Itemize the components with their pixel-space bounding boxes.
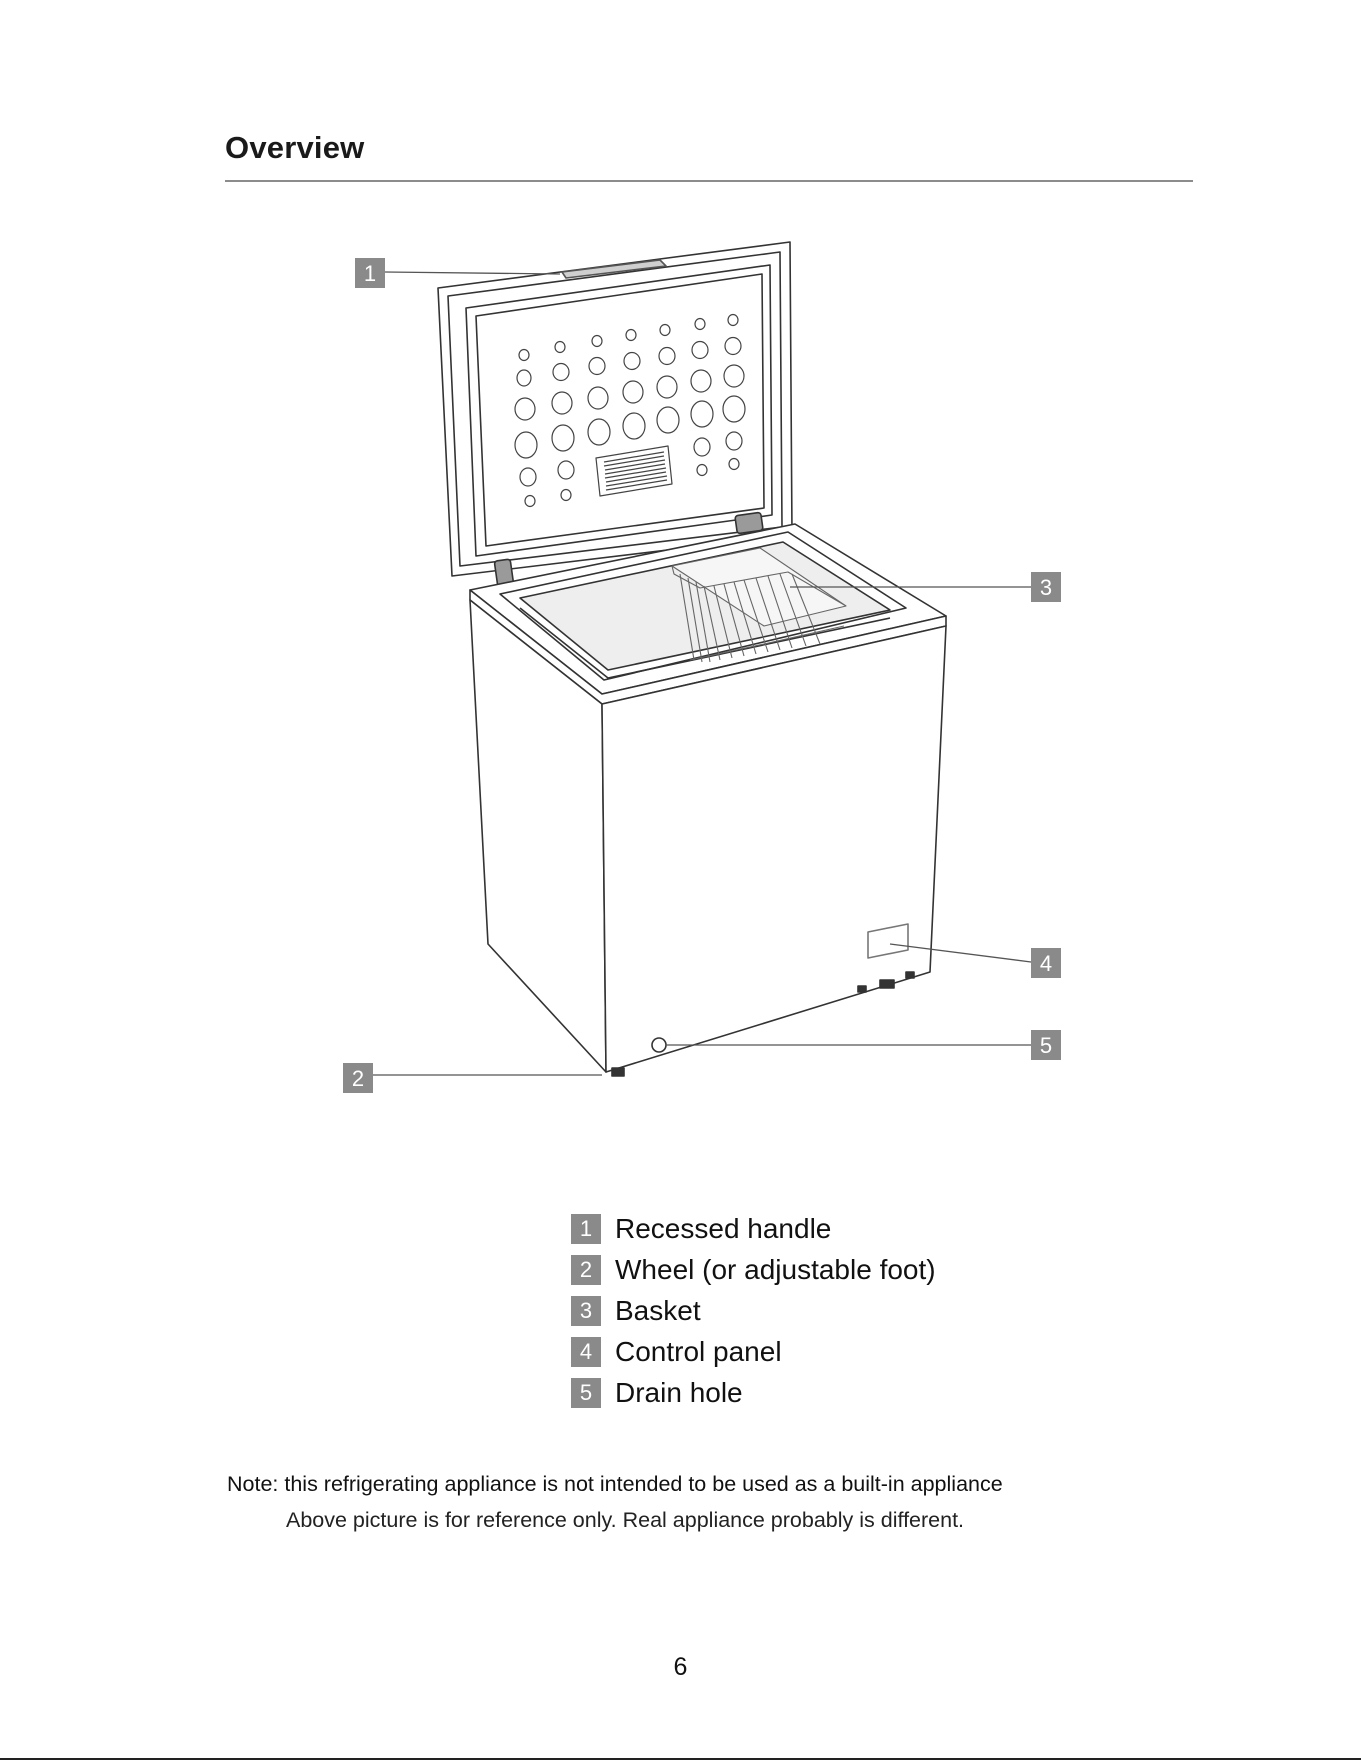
callout-2-number: 2	[352, 1066, 364, 1091]
parts-legend: 1 Recessed handle 2 Wheel (or adjustable…	[571, 1208, 936, 1413]
bottom-divider	[0, 1758, 1361, 1760]
legend-item: 1 Recessed handle	[571, 1208, 936, 1249]
legend-badge: 3	[571, 1296, 601, 1326]
note-reference-only: Above picture is for reference only. Rea…	[286, 1508, 964, 1533]
note-built-in: Note: this refrigerating appliance is no…	[227, 1472, 1003, 1497]
callout-5: 5	[1031, 1030, 1061, 1060]
legend-label: Wheel (or adjustable foot)	[615, 1254, 936, 1286]
callout-2: 2	[343, 1063, 373, 1093]
legend-label: Recessed handle	[615, 1213, 831, 1245]
legend-label: Control panel	[615, 1336, 782, 1368]
legend-item: 5 Drain hole	[571, 1372, 936, 1413]
legend-label: Drain hole	[615, 1377, 743, 1409]
chest-freezer-diagram: 1 2 3 4 5	[0, 0, 1361, 1160]
legend-item: 2 Wheel (or adjustable foot)	[571, 1249, 936, 1290]
legend-badge: 2	[571, 1255, 601, 1285]
legend-badge: 5	[571, 1378, 601, 1408]
page-number: 6	[0, 1653, 1361, 1682]
callout-1-number: 1	[364, 261, 376, 286]
legend-badge: 1	[571, 1214, 601, 1244]
legend-item: 4 Control panel	[571, 1331, 936, 1372]
callout-4-number: 4	[1040, 951, 1052, 976]
drain-hole	[652, 1038, 666, 1052]
callout-3: 3	[1031, 572, 1061, 602]
callout-5-number: 5	[1040, 1033, 1052, 1058]
legend-badge: 4	[571, 1337, 601, 1367]
legend-label: Basket	[615, 1295, 701, 1327]
callout-4: 4	[1031, 948, 1061, 978]
legend-item: 3 Basket	[571, 1290, 936, 1331]
callout-1: 1	[355, 258, 385, 288]
callout-3-number: 3	[1040, 575, 1052, 600]
